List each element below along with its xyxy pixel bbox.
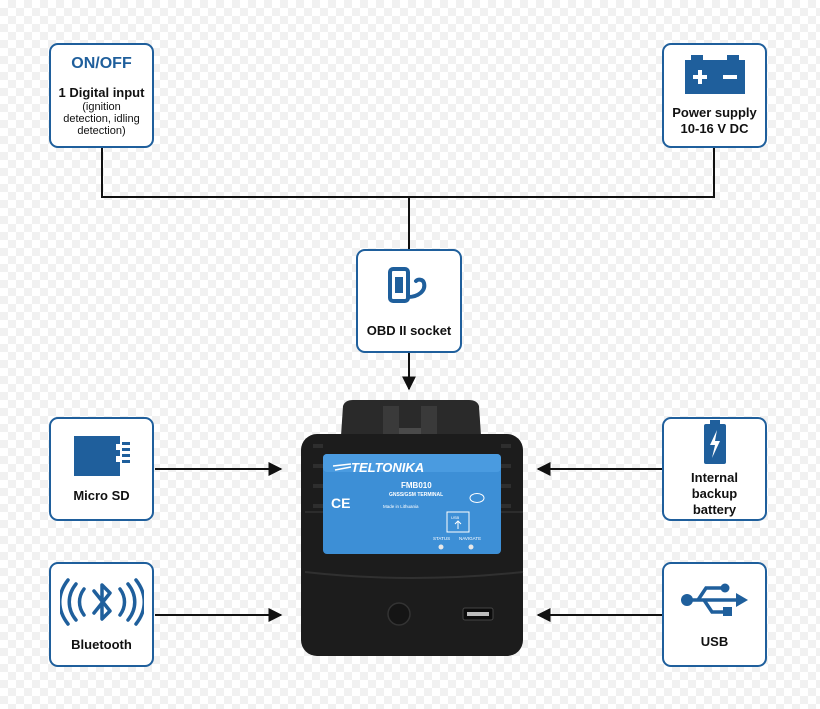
device-button <box>387 602 411 626</box>
device-brand: TELTONIKA <box>351 460 424 475</box>
device-navigate-label: NAVIGATE <box>459 536 481 541</box>
device-usb-tag: USB <box>451 515 460 520</box>
digital-input-desc-2: detection, idling <box>63 112 140 125</box>
device-model: FMB010 <box>401 481 432 490</box>
battery-plus-minus-icon <box>684 54 745 94</box>
digital-input-desc-1: (ignition <box>82 100 121 113</box>
obd-connector <box>341 400 481 436</box>
bluetooth-icon <box>59 577 144 626</box>
backup-line-3: battery <box>692 502 737 517</box>
onoff-title: ON/OFF <box>71 54 132 72</box>
device-subtitle: GNSS/GSM TERMINAL <box>389 492 443 498</box>
power-voltage-label: 10-16 V DC <box>680 120 749 136</box>
wire-onoff <box>101 147 409 198</box>
status-led <box>438 544 444 550</box>
device-made-in: Made in Lithuania <box>383 504 419 509</box>
power-supply-box: Power supply 10-16 V DC <box>662 43 767 148</box>
usb-icon <box>680 583 748 616</box>
usb-box: USB <box>662 562 767 667</box>
obd-plug-icon <box>388 267 427 303</box>
bluetooth-box: Bluetooth <box>49 562 154 667</box>
microsd-label: Micro SD <box>73 488 130 503</box>
obd-socket-label: OBD II socket <box>366 323 452 338</box>
digital-input-desc-3: detection) <box>77 124 126 137</box>
power-supply-label: Power supply <box>672 104 757 120</box>
device-label-panel <box>323 454 501 554</box>
sd-card-icon <box>73 436 130 476</box>
battery-bolt-icon <box>703 420 726 464</box>
digital-input-label: 1 Digital input <box>58 84 145 100</box>
fmb010-device: TELTONIKA FMB010 GNSS/GSM TERMINAL CE Ma… <box>301 400 524 656</box>
usb-label: USB <box>700 633 729 649</box>
obd-socket-box: OBD II socket <box>356 249 462 353</box>
device-ce-mark: CE <box>331 495 350 511</box>
backup-line-2: backup <box>691 486 738 501</box>
backup-battery-box: Internal backup battery <box>662 417 767 521</box>
bluetooth-label: Bluetooth <box>71 636 132 652</box>
backup-line-1: Internal <box>691 470 738 485</box>
wire-power <box>409 147 715 198</box>
navigate-led <box>468 544 474 550</box>
microsd-box: Micro SD <box>49 417 154 521</box>
onoff-box: ON/OFF 1 Digital input (ignition detecti… <box>49 43 154 148</box>
device-status-label: STATUS <box>433 536 450 541</box>
